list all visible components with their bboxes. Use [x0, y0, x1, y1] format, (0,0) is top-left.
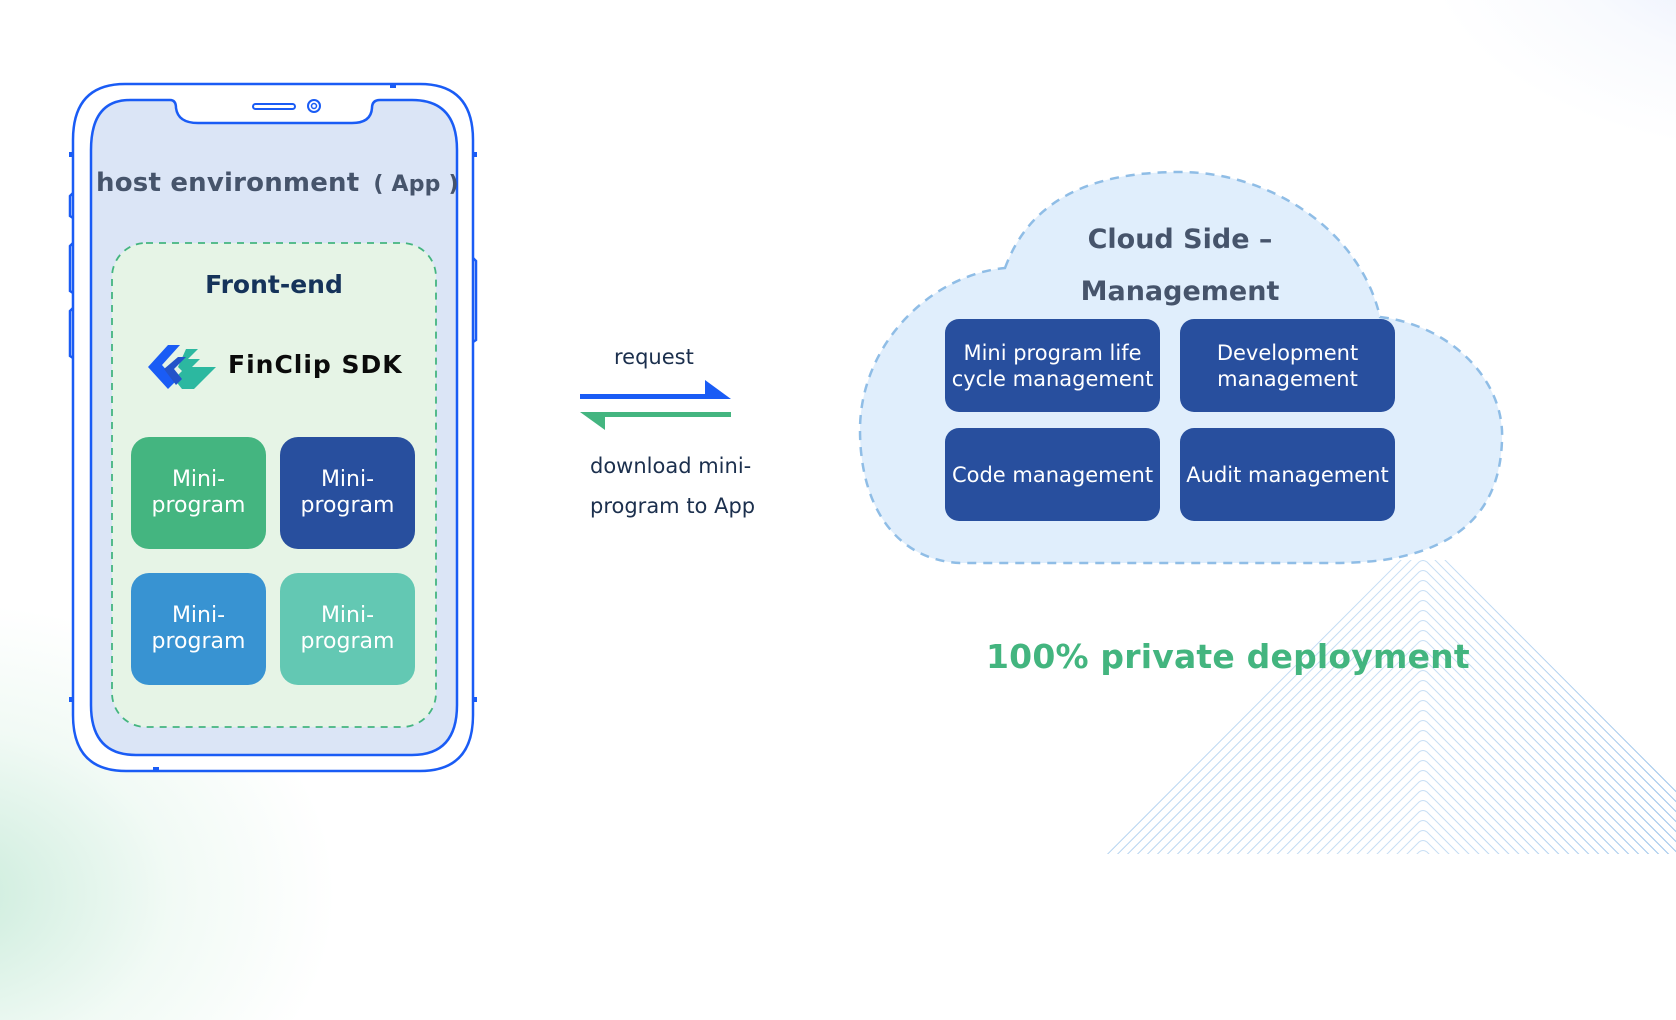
pattern-line	[940, 660, 1676, 854]
mini-program-tile[interactable]: Mini-program	[131, 437, 266, 549]
cloud-title-line2: Management	[1080, 276, 1280, 307]
pattern-line	[940, 780, 1676, 854]
phone-volume-up-button	[68, 242, 74, 295]
background-glow-blue	[1440, 0, 1676, 140]
lifecycle-management-label: Mini program life cycle management	[951, 340, 1154, 391]
mini-program-label: Mini-program	[151, 467, 246, 518]
lifecycle-management-box[interactable]: Mini program life cycle management	[945, 319, 1160, 412]
download-label-line2: program to App	[590, 494, 756, 518]
audit-management-label: Audit management	[1186, 462, 1389, 487]
phone-power-button	[472, 257, 478, 344]
pattern-line	[940, 610, 1676, 854]
pattern-line	[940, 790, 1676, 854]
host-title-text: host environment	[96, 168, 360, 198]
request-arrow	[580, 380, 731, 399]
diagram-shapes	[68, 82, 1504, 773]
phone-volume-down-button	[68, 307, 74, 360]
pattern-line	[940, 800, 1676, 854]
frontend-title: Front-end	[205, 270, 343, 299]
download-label: download mini- program to App	[590, 446, 755, 526]
pattern-line	[940, 670, 1676, 854]
pattern-line	[940, 740, 1676, 854]
pattern-line	[940, 640, 1676, 854]
pattern-line	[940, 770, 1676, 854]
code-management-box[interactable]: Code management	[945, 428, 1160, 521]
mini-program-label: Mini-program	[300, 603, 395, 654]
pattern-line	[940, 840, 1676, 854]
pattern-line	[940, 600, 1676, 854]
pattern-line	[940, 850, 1676, 854]
mini-program-label: Mini-program	[151, 603, 246, 654]
mini-program-label: Mini-program	[300, 467, 395, 518]
development-management-box[interactable]: Development management	[1180, 319, 1395, 412]
phone-speaker	[252, 103, 296, 110]
phone-mute-button	[68, 192, 74, 220]
pattern-line	[940, 810, 1676, 854]
pattern-line	[940, 560, 1676, 854]
request-label: request	[614, 345, 694, 369]
audit-management-box[interactable]: Audit management	[1180, 428, 1395, 521]
pattern-line	[940, 620, 1676, 854]
pattern-line	[940, 720, 1676, 854]
mini-program-tile[interactable]: Mini-program	[280, 437, 415, 549]
pattern-line	[940, 580, 1676, 854]
pattern-line	[940, 700, 1676, 854]
pattern-line	[940, 760, 1676, 854]
pattern-line	[940, 730, 1676, 854]
pattern-line	[940, 830, 1676, 854]
chevron-line-pattern	[940, 560, 1676, 854]
pattern-line	[940, 690, 1676, 854]
pattern-line	[940, 650, 1676, 854]
cloud-title: Cloud Side – Management	[1020, 214, 1340, 318]
phone-camera-icon	[307, 99, 321, 113]
cloud-title-line1: Cloud Side –	[1087, 224, 1273, 255]
development-management-label: Development management	[1216, 340, 1359, 391]
finclip-logo-icon	[148, 345, 216, 389]
code-management-label: Code management	[951, 462, 1154, 487]
download-label-line1: download mini-	[590, 454, 752, 478]
host-environment-title: host environment ( App )	[96, 168, 459, 198]
pattern-line	[940, 680, 1676, 854]
pattern-line	[940, 590, 1676, 854]
sdk-name: FinClip SDK	[228, 350, 403, 379]
mini-program-tile[interactable]: Mini-program	[280, 573, 415, 685]
pattern-line	[940, 820, 1676, 854]
pattern-line	[940, 570, 1676, 854]
pattern-line	[940, 750, 1676, 854]
mini-program-tile[interactable]: Mini-program	[131, 573, 266, 685]
host-title-suffix: ( App )	[373, 172, 459, 197]
download-arrow	[580, 412, 731, 430]
pattern-line	[940, 630, 1676, 854]
private-deployment-label: 100% private deployment	[986, 637, 1470, 676]
pattern-line	[940, 710, 1676, 854]
